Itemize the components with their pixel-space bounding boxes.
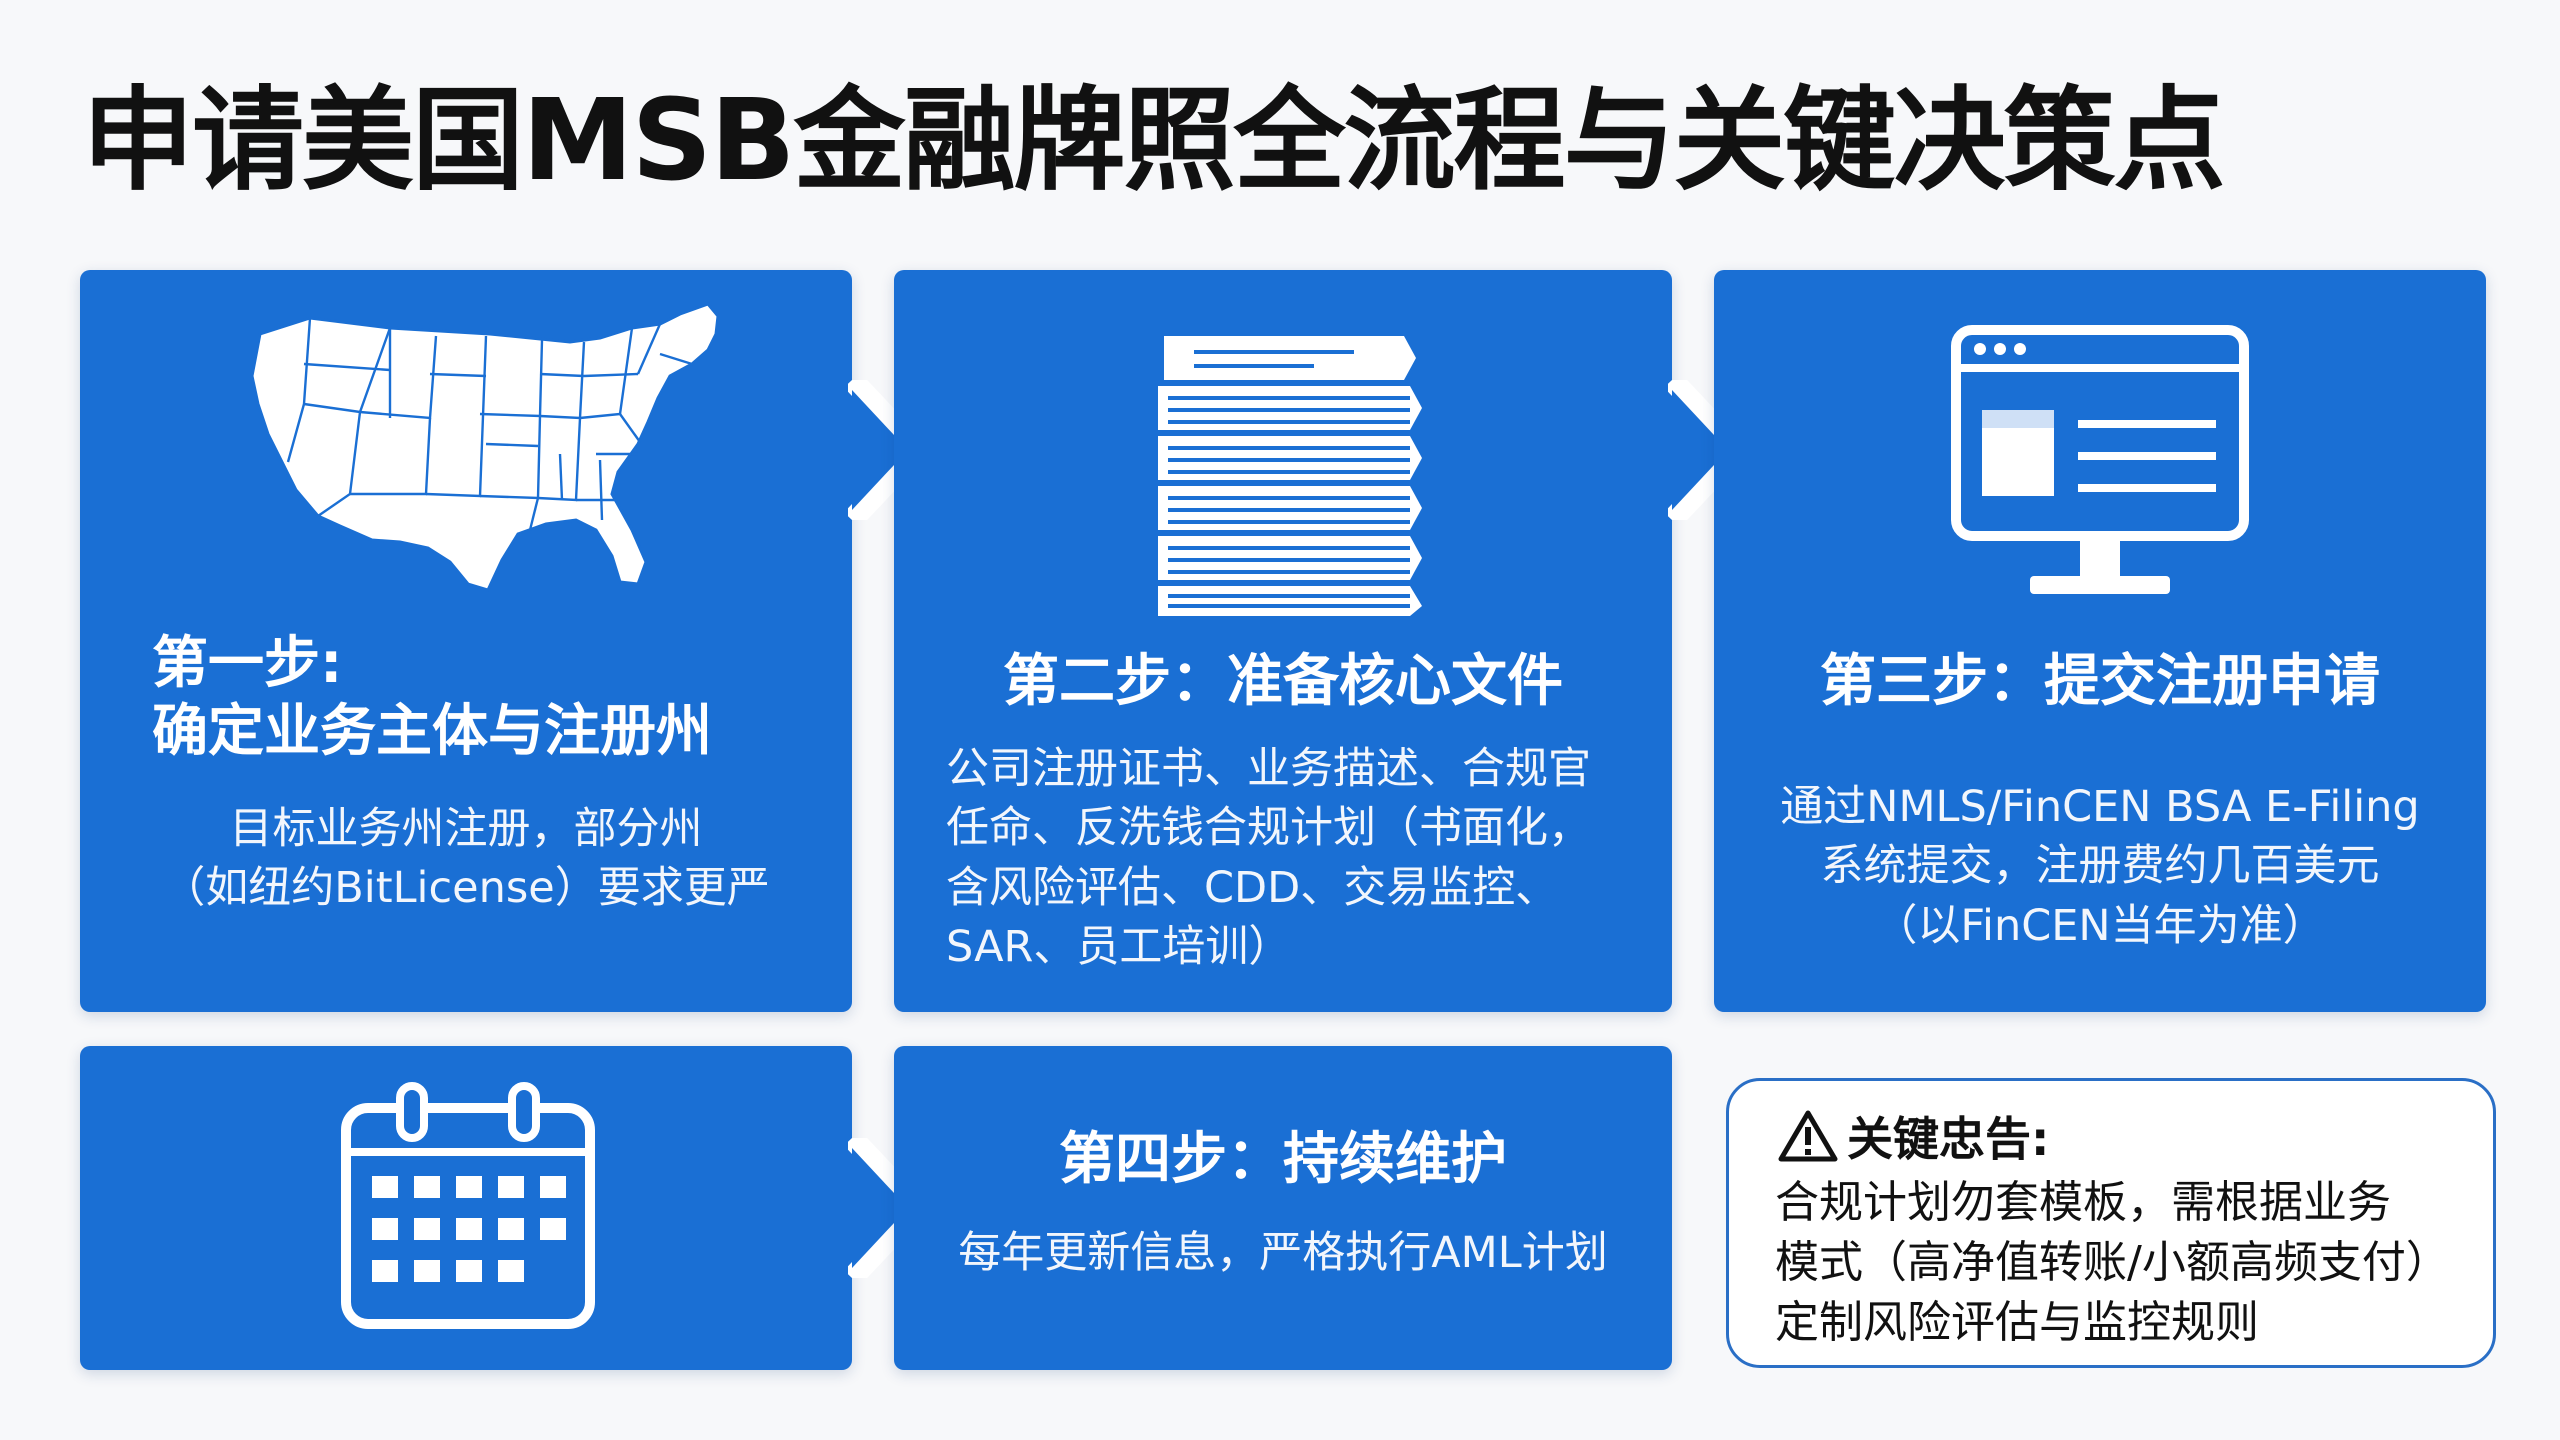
us-map-icon	[250, 302, 720, 592]
step-1-body: 目标业务州注册，部分州 （如纽约BitLicense）要求更严	[162, 804, 770, 914]
step-4-heading: 第四步：持续维护	[1059, 1127, 1507, 1192]
step-3-body: 通过NMLS/FinCEN BSA E-Filing 系统提交，注册费约几百美元…	[1780, 782, 2420, 951]
key-warning-box: 关键忠告: 合规计划勿套模板，需根据业务 模式（高净值转账/小额高频支付） 定制…	[1726, 1078, 2496, 1368]
document-stack-icon	[1158, 336, 1422, 616]
warning-heading: 关键忠告:	[1777, 1103, 2049, 1169]
step-4-body: 每年更新信息，严格执行AML计划	[958, 1228, 1608, 1278]
step-1-card: 第一步: 确定业务主体与注册州 目标业务州注册，部分州 （如纽约BitLicen…	[80, 270, 852, 1012]
calendar-icon	[341, 1082, 595, 1329]
step-2-heading: 第二步：准备核心文件	[1003, 649, 1563, 714]
calendar-card	[80, 1046, 852, 1370]
page-title: 申请美国MSB金融牌照全流程与关键决策点	[82, 76, 2225, 206]
step-1-heading: 第一步: 确定业务主体与注册州	[152, 631, 712, 765]
step-2-card: 第二步：准备核心文件 公司注册证书、业务描述、合规官 任命、反洗钱合规计划（书面…	[894, 270, 1672, 1012]
step-3-heading: 第三步：提交注册申请	[1820, 649, 2380, 714]
step-4-card: 第四步：持续维护 每年更新信息，严格执行AML计划	[894, 1046, 1672, 1370]
warning-triangle-icon	[1778, 1110, 1838, 1162]
step-2-body: 公司注册证书、业务描述、合规官 任命、反洗钱合规计划（书面化， 含风险评估、CD…	[946, 744, 1591, 972]
computer-monitor-icon	[1951, 325, 2249, 594]
warning-body: 合规计划勿套模板，需根据业务 模式（高净值转账/小额高频支付） 定制风险评估与监…	[1775, 1177, 2450, 1348]
step-3-card: 第三步：提交注册申请 通过NMLS/FinCEN BSA E-Filing 系统…	[1714, 270, 2486, 1012]
